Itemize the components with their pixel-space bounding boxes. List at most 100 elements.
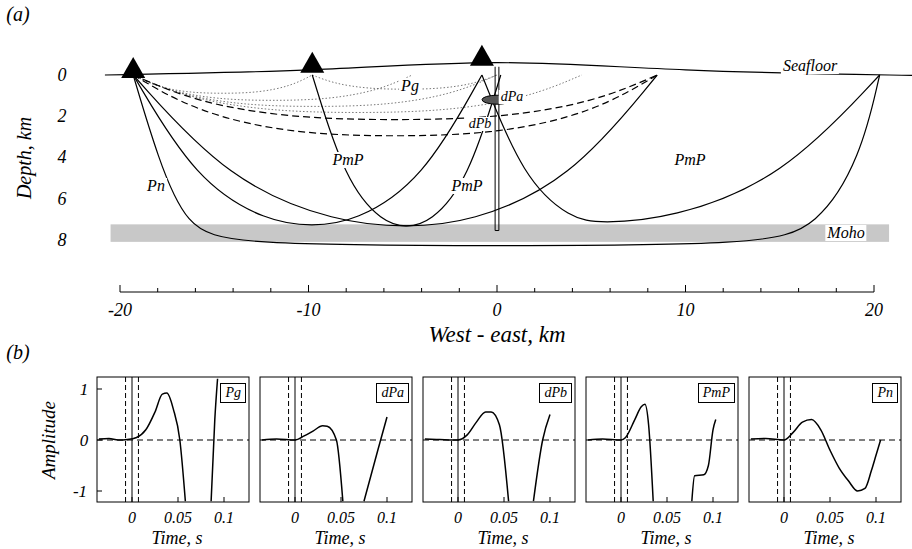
x-tick-label: 10	[677, 301, 695, 319]
waveform-panels	[97, 377, 901, 502]
x-tick	[497, 285, 498, 292]
pmp-ray	[482, 75, 880, 222]
surface-label: Seafloor	[781, 58, 839, 74]
window-line	[138, 377, 139, 502]
x-tick	[270, 288, 271, 292]
waveform-panel	[586, 377, 738, 502]
x-tick	[195, 288, 196, 292]
axis-title: Time, s	[640, 529, 691, 547]
x-tick	[383, 288, 384, 292]
x-tick	[760, 288, 761, 292]
panel-frame	[586, 377, 738, 502]
window-line	[627, 377, 628, 502]
depth-tick: 8	[58, 231, 67, 249]
waveform-panel	[423, 377, 575, 502]
depth-tick: 4	[58, 148, 67, 166]
x-tick	[550, 497, 551, 502]
pg-ray	[133, 75, 582, 112]
station-triangle	[470, 45, 494, 66]
waveform	[262, 426, 343, 501]
station-triangle	[300, 52, 324, 73]
pn-ray	[133, 75, 879, 246]
phase-name: Pg	[225, 385, 241, 400]
panel-frame	[423, 377, 575, 502]
moho-band	[111, 224, 890, 242]
pmp-ray	[133, 75, 482, 225]
time-tick: 0	[617, 510, 625, 526]
waveform	[692, 420, 716, 502]
phase-name: PmP	[703, 385, 730, 400]
amp-tick: 1	[80, 381, 89, 398]
window-line	[301, 377, 302, 502]
x-tick	[621, 497, 622, 502]
x-tick	[387, 497, 388, 502]
x-tick	[610, 288, 611, 292]
x-tick	[157, 288, 158, 292]
amp-tick: -1	[73, 483, 87, 500]
axis-title: Time, s	[151, 529, 202, 547]
axis-title: Time, s	[803, 529, 854, 547]
pg-ray	[133, 75, 497, 106]
ray-label: dPb	[467, 117, 494, 131]
phase-label-box: Pn	[872, 383, 898, 403]
ray-label: PmP	[672, 152, 707, 168]
time-tick: 0.05	[327, 510, 355, 526]
pg-ray	[133, 75, 312, 93]
phase-label-box: Pg	[220, 383, 246, 403]
time-tick: 0.05	[164, 510, 192, 526]
waveform-panel	[749, 377, 901, 502]
pmp-ray	[133, 75, 657, 226]
axis-title: Depth, km	[14, 117, 34, 199]
ray-label: PmP	[449, 178, 484, 194]
station-triangle	[121, 57, 145, 78]
ray-label: Pn	[145, 178, 167, 194]
window-line	[790, 377, 791, 502]
waveform	[588, 404, 653, 501]
x-tick	[421, 288, 422, 292]
diving-ray	[133, 75, 657, 136]
depth-tick: 2	[58, 107, 67, 125]
phase-name: dPa	[381, 385, 404, 400]
x-tick	[233, 288, 234, 292]
x-tick-label: -20	[108, 301, 132, 319]
moho-label: Moho	[825, 225, 866, 241]
ray-diagram	[105, 45, 912, 292]
axis-title: West - east, km	[428, 323, 565, 346]
waveform	[425, 412, 509, 501]
x-tick	[459, 288, 460, 292]
time-tick: 0	[454, 510, 462, 526]
panel-letter: (b)	[6, 342, 29, 362]
x-tick	[647, 288, 648, 292]
time-tick: 0.1	[214, 510, 234, 526]
time-tick: 0.1	[377, 510, 397, 526]
x-tick	[346, 288, 347, 292]
waveform-panel	[97, 377, 249, 502]
phase-label-box: dPa	[376, 383, 409, 403]
time-tick: 0	[780, 510, 788, 526]
waveform	[364, 417, 387, 501]
depth-tick: 6	[58, 190, 67, 208]
panel-letter: (a)	[6, 4, 29, 24]
time-tick: 0	[128, 510, 136, 526]
x-tick	[723, 288, 724, 292]
x-tick	[178, 497, 179, 502]
panel-frame	[97, 377, 249, 502]
time-tick: 0.1	[866, 510, 886, 526]
time-tick: 0	[291, 510, 299, 526]
time-tick: 0.05	[816, 510, 844, 526]
x-tick	[341, 497, 342, 502]
axis-title: Time, s	[477, 529, 528, 547]
waveform	[99, 393, 185, 501]
ray-label: PmP	[330, 152, 365, 168]
waveform-panel	[260, 377, 412, 502]
time-tick: 0.1	[540, 510, 560, 526]
ray-label: Pg	[399, 78, 421, 94]
y-tick	[97, 389, 102, 390]
x-tick	[685, 285, 686, 292]
x-tick	[836, 288, 837, 292]
x-tick	[830, 497, 831, 502]
waveform	[211, 379, 217, 501]
x-tick-label: 0	[493, 301, 502, 319]
x-tick	[504, 497, 505, 502]
x-tick	[876, 497, 877, 502]
